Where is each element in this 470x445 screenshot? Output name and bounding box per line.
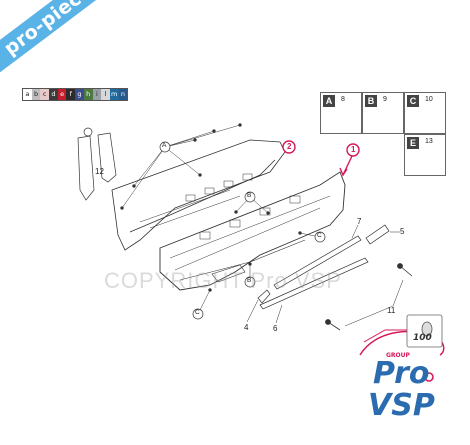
- color-swatch-n: n: [118, 89, 128, 100]
- color-swatch-b: b: [31, 89, 41, 100]
- color-swatch-f: f: [66, 89, 76, 100]
- color-swatch-d: d: [49, 89, 58, 100]
- copyright-watermark: COPYRIGHT Pro VSP: [104, 268, 342, 293]
- callout-b-circle: [244, 191, 256, 203]
- color-swatch-m: m: [109, 89, 119, 100]
- callout-11: 11: [387, 306, 396, 315]
- callout-6: 6: [273, 324, 278, 333]
- trim-strip-6: [259, 257, 369, 310]
- pro-vsp-logo-car: [359, 314, 445, 356]
- callout-12: 12: [95, 167, 104, 176]
- trim-strip-7: [273, 235, 362, 290]
- legend-box-c: C 10: [404, 92, 446, 134]
- callout-1: 1: [351, 145, 356, 154]
- legend-box-b: B 9: [362, 92, 404, 134]
- rear-bumper-main-part: [159, 171, 346, 291]
- color-swatch-g: g: [75, 89, 84, 100]
- legend-letter: C: [407, 95, 419, 107]
- callout-c2-label: C: [195, 309, 200, 316]
- rear-bumper-upper-part: [111, 139, 286, 251]
- callout-e-circle: [83, 127, 93, 137]
- highlight-part-2: [282, 140, 296, 154]
- logo-o-dot: [424, 372, 434, 382]
- callout-c2-circle: [192, 308, 204, 320]
- lower-trim-strips: [257, 224, 390, 310]
- callout-7: 7: [357, 217, 362, 226]
- accent-highlights: [282, 140, 360, 177]
- legend-letter: E: [407, 137, 419, 149]
- logo-badge-number: 100: [413, 333, 432, 343]
- highlight-part-1: [346, 143, 360, 157]
- callout-c-circle: [314, 231, 326, 243]
- logo-vsp-text: VSP: [368, 388, 435, 423]
- callout-2: 2: [287, 142, 292, 151]
- callout-circles: [83, 127, 326, 320]
- legend-box-e: E 13: [404, 134, 446, 176]
- legend-number: 8: [341, 96, 345, 103]
- legend-letter: A: [323, 95, 335, 107]
- callout-5: 5: [400, 227, 405, 236]
- legend-number: 9: [383, 96, 387, 103]
- reflector-right-5: [365, 224, 390, 245]
- leader-lines: [120, 123, 404, 327]
- callout-b-label: B: [247, 192, 252, 199]
- color-swatch-i: i: [92, 89, 102, 100]
- logo-group-label: GROUP: [386, 352, 410, 359]
- callout-b2-circle: [244, 276, 256, 288]
- screws-part-11: [325, 263, 413, 331]
- legend-letter: B: [365, 95, 377, 107]
- legend-number: 13: [425, 138, 433, 145]
- callout-a-label: A: [162, 142, 167, 149]
- color-swatch-l: l: [101, 89, 110, 100]
- color-swatch-e: e: [57, 89, 67, 100]
- callout-c-label: C: [317, 232, 322, 239]
- legend-box-a: A 8: [320, 92, 362, 134]
- brackets-part-12: [77, 132, 117, 201]
- color-swatch-a: a: [23, 89, 32, 100]
- logo-pro-text: Pro: [373, 356, 430, 391]
- reflector-left-4: [257, 289, 271, 304]
- pro-vsp-logo-mark: [424, 372, 434, 382]
- legend-number: 10: [425, 96, 433, 103]
- callout-4: 4: [244, 323, 249, 332]
- color-swatch-c: c: [40, 89, 50, 100]
- callout-a-circle: [159, 141, 171, 153]
- callout-b2-label: B: [247, 277, 252, 284]
- color-swatch-h: h: [83, 89, 93, 100]
